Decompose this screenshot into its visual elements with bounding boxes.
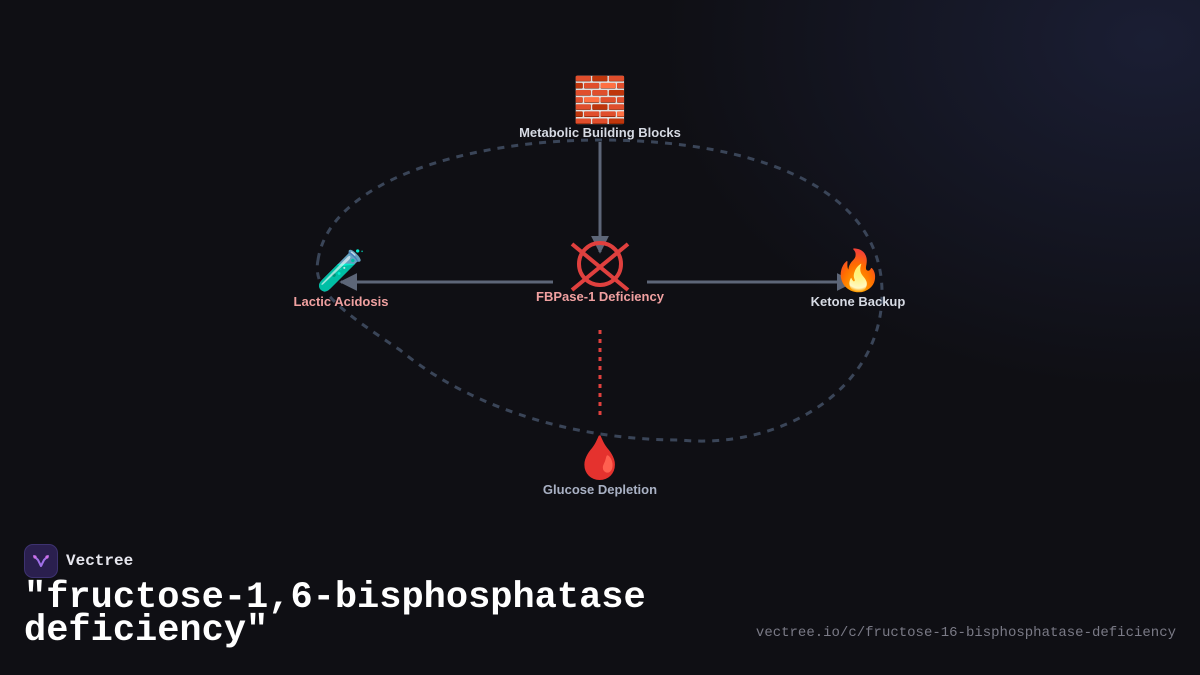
- page-url: vectree.io/c/fructose-16-bisphosphatase-…: [755, 625, 1176, 641]
- test-tube-icon: 🧪: [316, 248, 366, 294]
- node-label: Ketone Backup: [811, 294, 906, 309]
- brick-icon: 🧱: [573, 75, 628, 126]
- node-label: Metabolic Building Blocks: [519, 125, 681, 140]
- node-label: Lactic Acidosis: [294, 294, 389, 309]
- node-metabolic-building-blocks: 🧱 Metabolic Building Blocks: [519, 75, 681, 140]
- node-fbpase-1-deficiency: FBPase-1 Deficiency: [536, 241, 665, 304]
- node-ketone-backup: 🔥 Ketone Backup: [811, 247, 906, 309]
- node-label: Glucose Depletion: [543, 482, 657, 497]
- cycle-loop: [315, 138, 884, 443]
- blood-drop-icon: 🩸: [574, 433, 626, 482]
- blocked-icon: [570, 241, 630, 292]
- brand-name: Vectree: [66, 552, 134, 570]
- brand: Vectree: [24, 544, 133, 578]
- fire-icon: 🔥: [833, 247, 883, 294]
- page-title: "fructose-1,6-bisphosphatase deficiency": [24, 577, 646, 652]
- node-lactic-acidosis: 🧪 Lactic Acidosis: [294, 248, 389, 309]
- vectree-logo-icon: [24, 544, 58, 578]
- node-label: FBPase-1 Deficiency: [536, 289, 665, 304]
- node-glucose-depletion: 🩸 Glucose Depletion: [543, 433, 657, 497]
